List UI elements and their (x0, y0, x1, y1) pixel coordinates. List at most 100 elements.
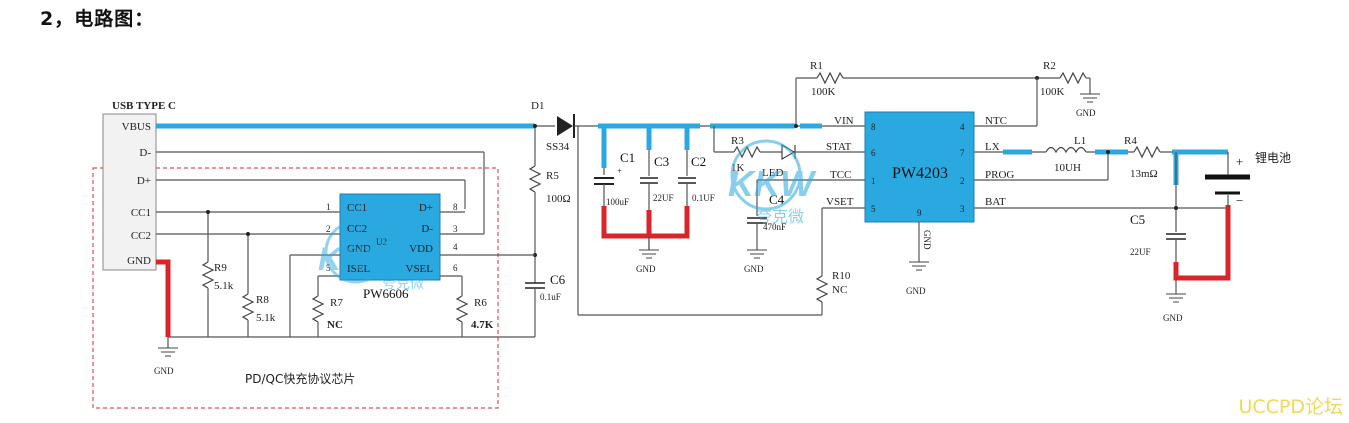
kkw-sub-left: 夸克微 (382, 276, 424, 292)
d1-diode (557, 116, 573, 136)
u1-pin-lx: LX (985, 141, 1000, 153)
r4-value: 13mΩ (1130, 168, 1158, 180)
gnd-label-u1: GND (906, 286, 926, 296)
r2-value: 100K (1040, 86, 1065, 98)
r1-ref: R1 (810, 60, 823, 72)
r10-ref: R10 (832, 270, 851, 282)
d1-value: SS34 (546, 141, 570, 153)
u2-pin-isel: ISEL (347, 263, 371, 275)
r5-ref: R5 (546, 170, 559, 182)
gnd-symbol-caps (639, 249, 659, 259)
battery-gnd-net-highlight (1173, 205, 1231, 281)
r1-resistor (816, 71, 844, 85)
r7-value: NC (327, 319, 343, 331)
cap-gnd-net-highlight (601, 206, 690, 239)
battery-minus: − (1236, 193, 1243, 208)
r5-resistor (528, 165, 542, 193)
r8-value: 5.1k (256, 312, 276, 324)
usb-gnd-net-highlight (156, 259, 171, 337)
pdqc-block-boundary (92, 167, 499, 409)
r7-ref: R7 (330, 297, 343, 309)
r6-ref: R6 (474, 297, 487, 309)
r5-value: 100Ω (546, 193, 571, 205)
kkw-sub-right: 夸克微 (756, 207, 804, 226)
u2-pin-cc1: CC1 (347, 202, 367, 214)
gnd-symbol-u1 (909, 261, 929, 271)
u1-pinnum-7: 7 (960, 148, 965, 158)
r3-ref: R3 (731, 135, 744, 147)
r9-resistor (201, 261, 215, 289)
connector-pin-cc1: CC1 (131, 207, 151, 219)
l1-ref: L1 (1074, 135, 1086, 147)
gnd-label-r2: GND (1076, 108, 1096, 118)
gnd-symbol-c4 (747, 249, 767, 259)
led-ref: LED (762, 167, 783, 179)
connector-pin-vbus: VBUS (122, 121, 151, 133)
u1-pin-tcc: TCC (830, 169, 851, 181)
r2-ref: R2 (1043, 60, 1056, 72)
u1-pinnum-5: 5 (871, 204, 876, 214)
r10-resistor (815, 275, 829, 303)
gnd-label-c5: GND (1163, 313, 1183, 323)
kkw-logo-right: KKW (728, 163, 817, 204)
r9-value: 5.1k (214, 280, 234, 292)
pw4203-chip (864, 111, 975, 223)
u1-pinnum-2: 2 (960, 176, 965, 186)
gnd-label-c4: GND (744, 264, 764, 274)
u1-pinnum-4: 4 (960, 122, 965, 132)
u2-pin-vdd: VDD (409, 243, 433, 255)
section-heading: 2，电路图： (40, 8, 155, 30)
u2-pin-gnd: GND (347, 243, 371, 255)
battery-label: 锂电池 (1255, 150, 1291, 165)
r10-value: NC (832, 284, 847, 296)
u2-pin-dplus: D+ (419, 202, 433, 214)
u1-pin-stat: STAT (826, 141, 852, 153)
gnd-symbol-usb (158, 347, 178, 357)
l1-value: 10UH (1054, 162, 1081, 174)
u1-pin-vset: VSET (826, 196, 854, 208)
kkw-watermark-left: KKW 夸克微 (318, 220, 424, 292)
forum-watermark: UCCPD论坛 (1238, 396, 1343, 418)
u1-pin-vin: VIN (834, 115, 854, 127)
c1-ref: C1 (620, 150, 635, 165)
u2-pin-cc2: CC2 (347, 223, 367, 235)
r6-value: 4.7K (471, 319, 494, 331)
c2-value: 0.1UF (692, 193, 715, 203)
u2-pinnum-8: 8 (453, 202, 458, 212)
u1-pinnum-9: 9 (917, 208, 922, 218)
u2-pinnum-4: 4 (453, 242, 458, 252)
r6-resistor (455, 295, 469, 323)
connector-pin-cc2: CC2 (131, 230, 151, 242)
u2-pinnum-6: 6 (453, 263, 458, 273)
connector-pin-dplus: D+ (137, 175, 151, 187)
battery-plus: + (1236, 154, 1243, 169)
c6-value: 0.1uF (540, 292, 561, 302)
r8-resistor (241, 293, 255, 321)
kkw-watermark-right: KKW 夸克微 (728, 139, 817, 226)
r2-resistor (1059, 71, 1087, 85)
r9-ref: R9 (214, 262, 227, 274)
r4-ref: R4 (1124, 135, 1137, 147)
d1-ref: D1 (531, 100, 544, 112)
u1-pinnum-6: 6 (871, 148, 876, 158)
u2-pin-dminus: D- (421, 223, 433, 235)
gnd-symbol-c5 (1166, 293, 1186, 303)
c4-value: 470nF (763, 222, 786, 232)
u2-name: PW6606 (363, 286, 409, 301)
u2-pinnum-1: 1 (326, 202, 331, 212)
u1-pinnum-1: 1 (871, 176, 876, 186)
u1-pinnum-8: 8 (871, 122, 876, 132)
l1-inductor (1045, 146, 1087, 154)
c6-ref: C6 (550, 272, 566, 287)
r1-value: 100K (811, 86, 836, 98)
c3-ref: C3 (654, 154, 669, 169)
r4-resistor (1133, 145, 1161, 159)
u2-pinnum-3: 3 (453, 224, 458, 234)
u1-pin-prog: PROG (985, 169, 1014, 181)
c2-ref: C2 (691, 154, 706, 169)
u2-pinnum-2: 2 (326, 224, 331, 234)
c1-polarity: + (617, 166, 622, 176)
c5-ref: C5 (1130, 212, 1145, 227)
u1-pinnum-3: 3 (960, 204, 965, 214)
